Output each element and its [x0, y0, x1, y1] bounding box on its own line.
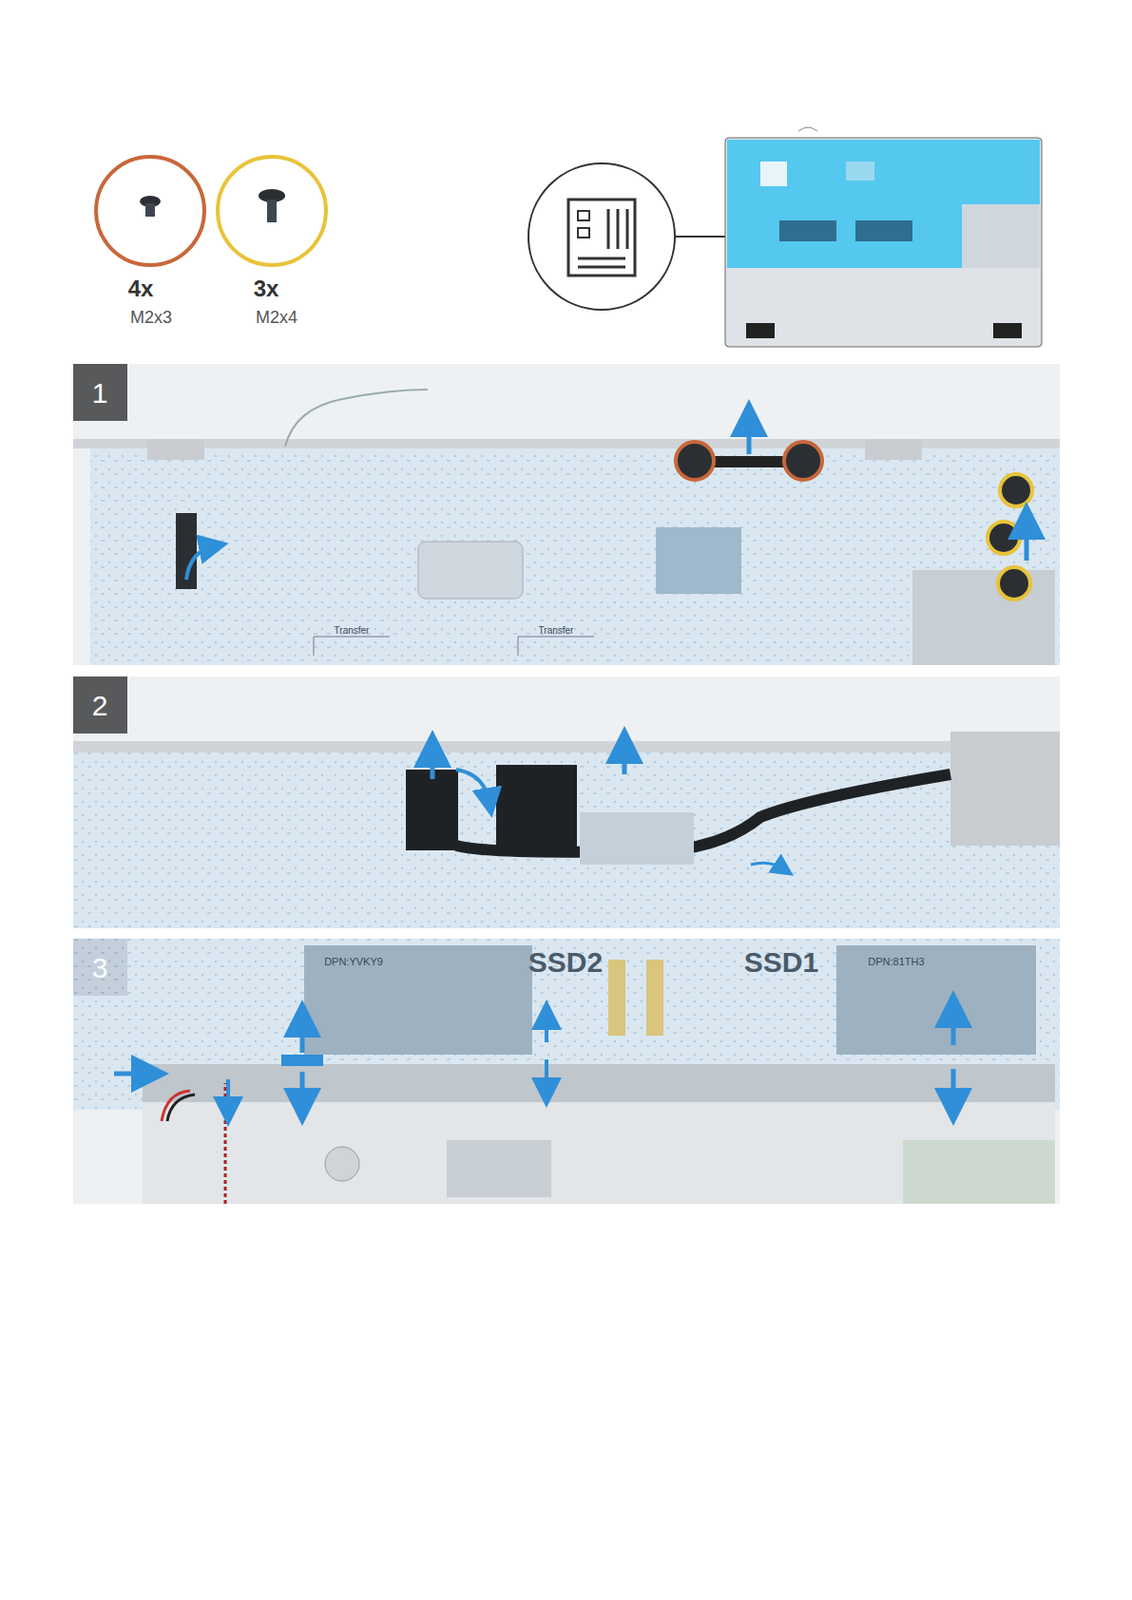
board-label: DPN:81TH3 [867, 956, 924, 968]
step-3-panel [73, 939, 1060, 1205]
screw-count: 3x [253, 276, 280, 302]
motherboard-icon [528, 163, 726, 310]
step-1-panel [73, 364, 1060, 666]
step-number: 1 [92, 377, 109, 409]
step-number: 2 [92, 690, 109, 722]
board-label: SSD1 [744, 946, 819, 979]
screw-size: M2x4 [255, 308, 298, 328]
screw-count: 4x [128, 276, 154, 302]
step-2-panel [73, 676, 1060, 929]
board-label: SSD2 [528, 946, 603, 979]
laptop-thumbnail [725, 127, 1042, 347]
screw-size: M2x3 [130, 308, 173, 328]
step-number: 3 [92, 952, 109, 984]
board-label: Transfer [538, 625, 575, 636]
screw-legend [95, 156, 327, 266]
board-label: DPN:YVKY9 [324, 956, 384, 968]
board-label: Transfer [334, 625, 370, 636]
